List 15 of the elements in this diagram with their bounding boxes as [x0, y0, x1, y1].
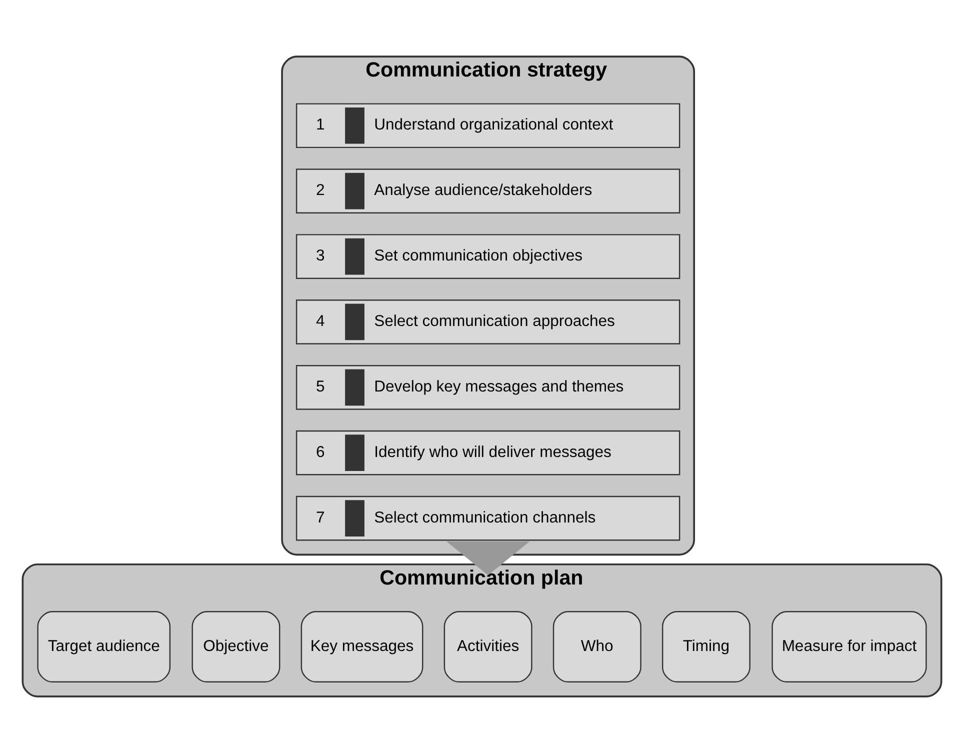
node-box: 6 Identify who will deliver messages [296, 430, 680, 475]
node-box: 4 Select communication approaches [296, 299, 680, 344]
node-box: Objective [192, 610, 280, 682]
node-box: Activities [444, 610, 532, 682]
node-box: Key messages [300, 610, 424, 682]
node-box: Who [552, 610, 642, 682]
node-box: Timing [662, 610, 750, 682]
node-box: 1 Understand organizational context [296, 102, 680, 148]
node-box: 5 Develop key messages and themes [296, 364, 680, 410]
node-box: Measure for impact [772, 610, 927, 682]
node-box: 7 Select communication channels [296, 495, 680, 540]
node-box: 3 Set communication objectives [296, 234, 680, 278]
node-box: 2 Analyse audience/stakeholders [296, 168, 680, 213]
arrow [446, 540, 530, 575]
node-box: Target audience [37, 610, 171, 682]
